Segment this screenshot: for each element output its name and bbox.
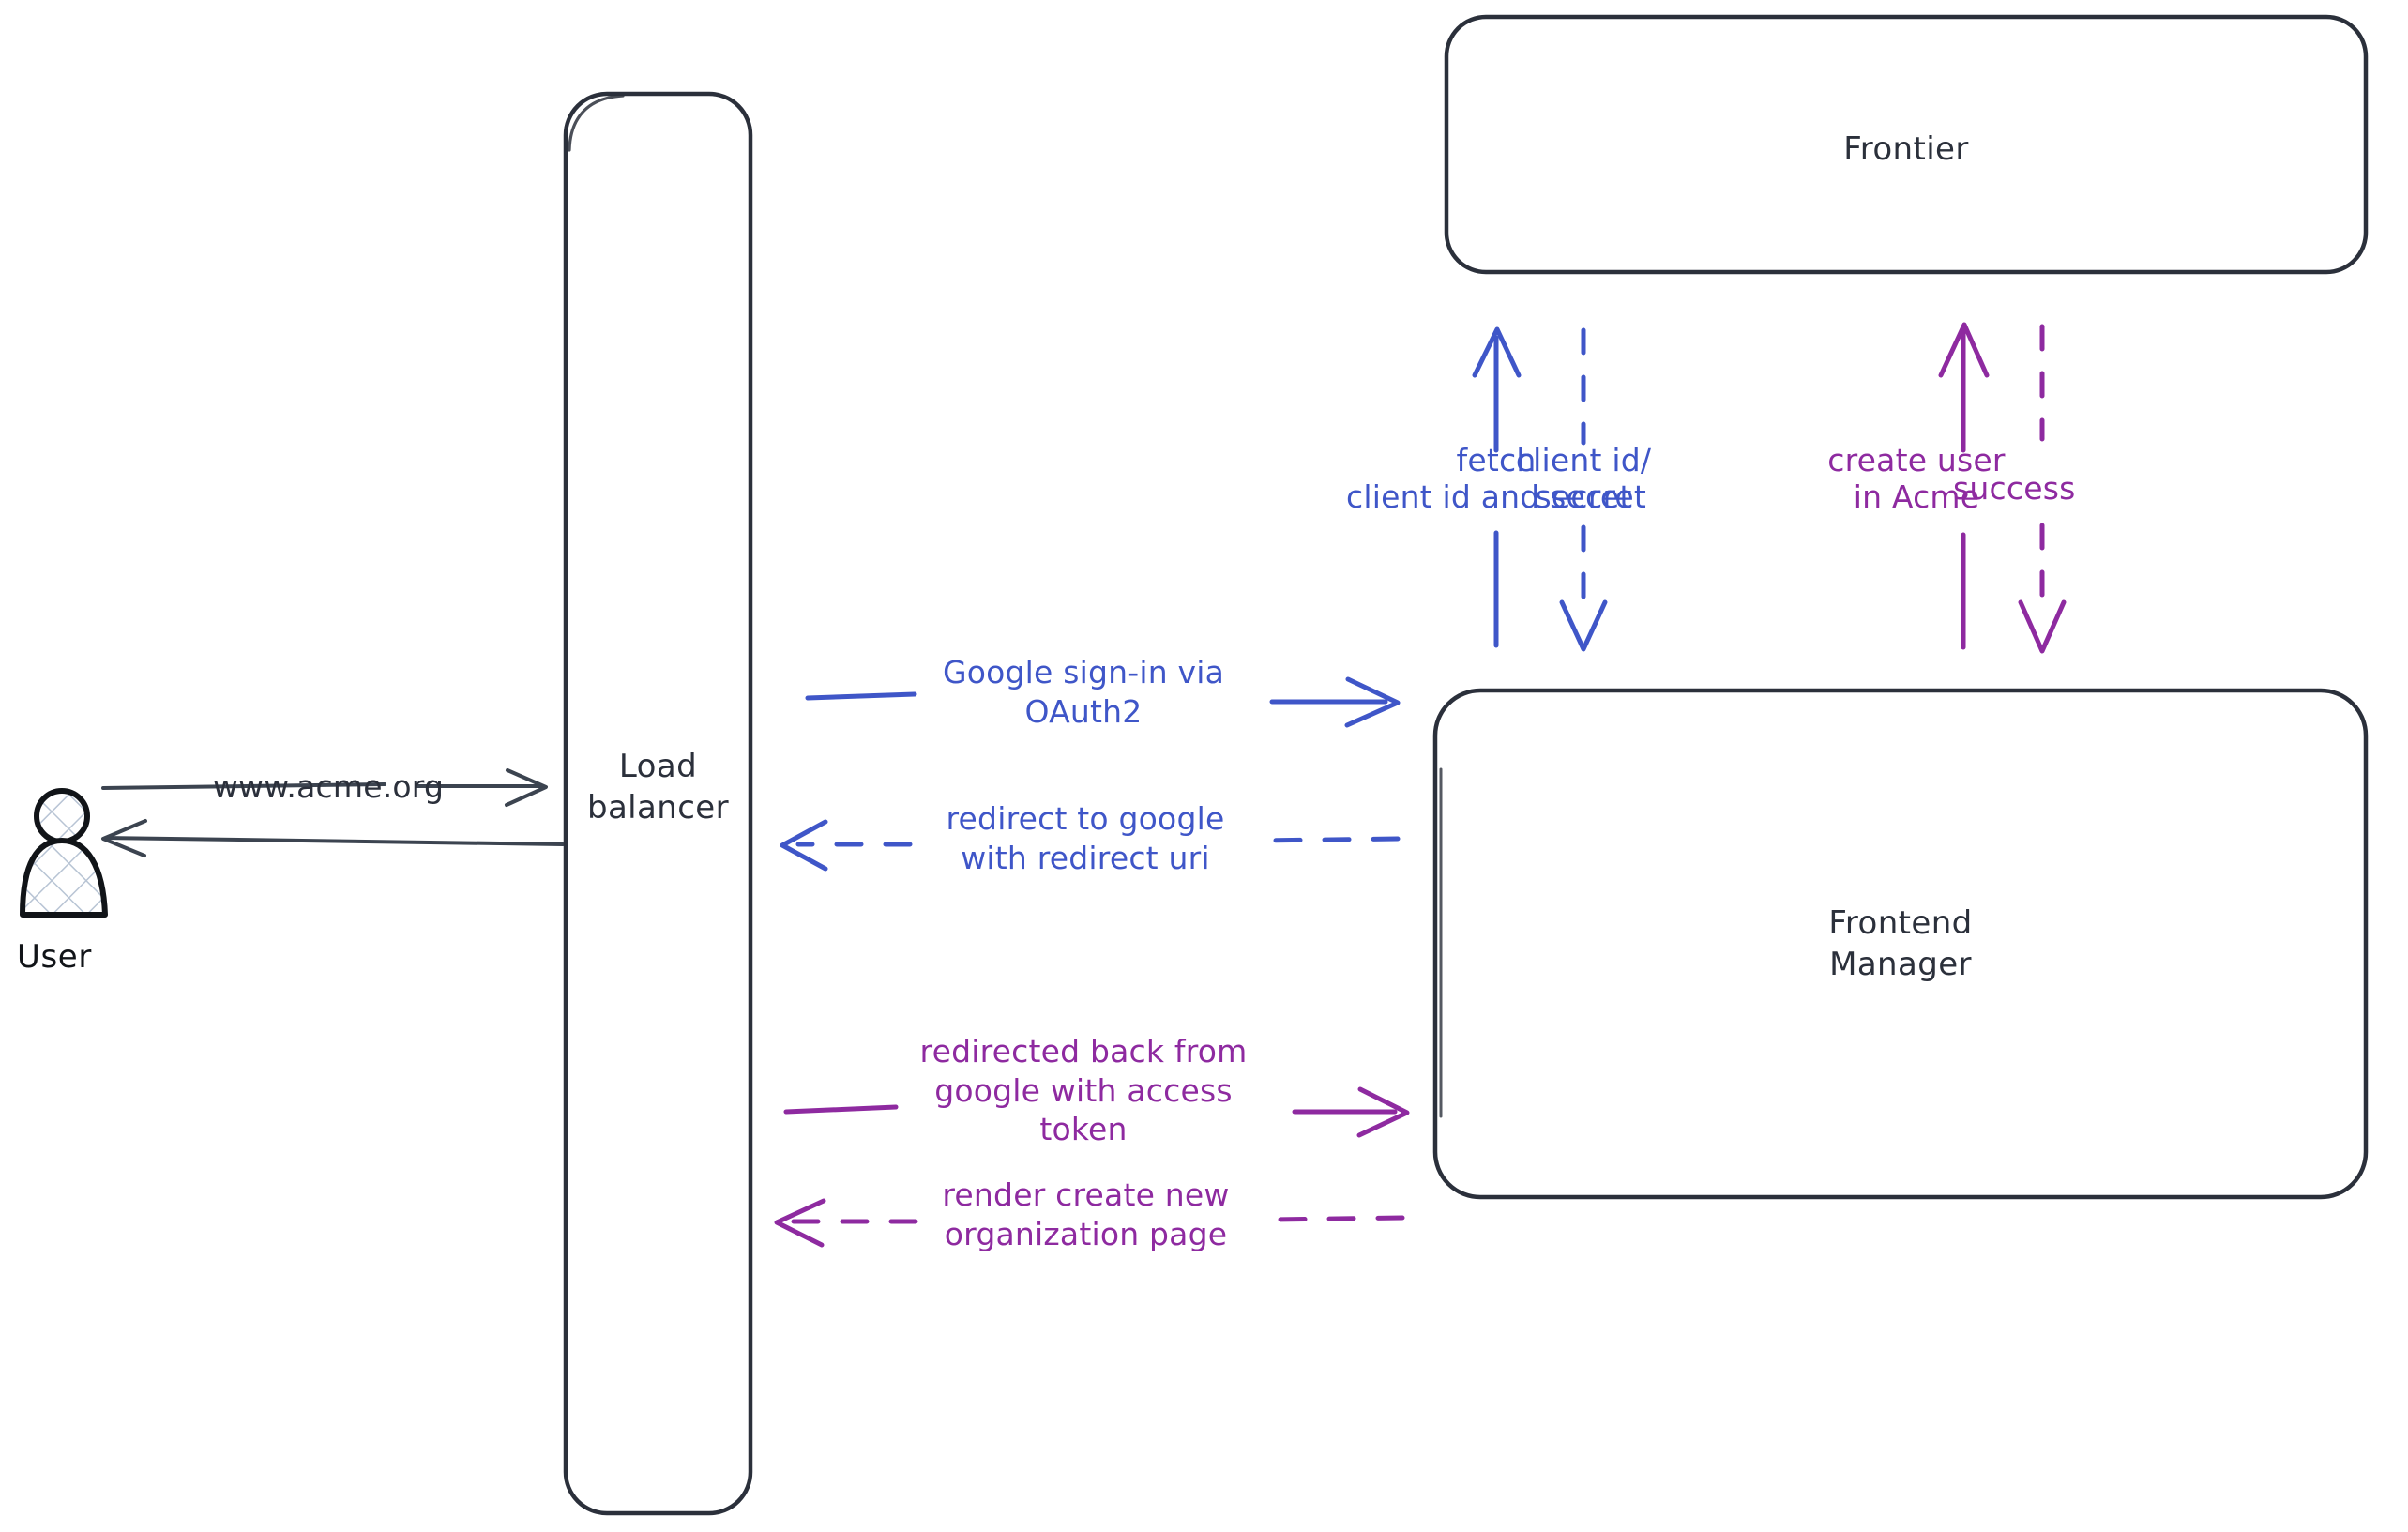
actor-user-glyph xyxy=(20,788,108,918)
node-frontier-shape xyxy=(1444,14,2369,275)
edge-label-client-id-secret: client id/ secret xyxy=(1515,442,1652,515)
actor-user-label: User xyxy=(17,938,92,976)
edge-user-to-load-balancer xyxy=(101,768,548,807)
edge-client-id-secret xyxy=(1559,327,1608,652)
edge-label-render-create-new-organization-page: render create new organization page xyxy=(942,1176,1230,1252)
node-load-balancer-shape xyxy=(563,91,753,1516)
edge-label-google-signin-oauth2: Google sign-in via OAuth2 xyxy=(942,654,1225,730)
edge-label-www-acme-org: www.acme.org xyxy=(212,768,445,805)
edge-label-fetch-client-id-and-secret: fetch client id and secret xyxy=(1345,442,1647,515)
edge-google-signin-oauth2 xyxy=(805,676,1401,728)
edge-redirect-to-google xyxy=(780,819,1401,872)
edge-label-redirect-to-google: redirect to google with redirect uri xyxy=(946,800,1225,876)
edge-load-balancer-to-user xyxy=(101,819,565,857)
edge-label-success: success xyxy=(1953,470,2076,507)
edge-redirected-back-from-google xyxy=(783,1086,1410,1138)
edge-success xyxy=(2018,324,2067,654)
edge-render-create-new-organization-page xyxy=(774,1198,1405,1248)
edge-label-create-user-in-acme: create user in Acme xyxy=(1827,442,2006,515)
edge-fetch-client-id-and-secret xyxy=(1472,326,1522,648)
node-frontend-manager-shape xyxy=(1432,688,2369,1200)
edge-create-user-in-acme xyxy=(1938,322,1990,650)
edge-label-redirected-back-from-google: redirected back from google with access … xyxy=(919,1033,1248,1148)
